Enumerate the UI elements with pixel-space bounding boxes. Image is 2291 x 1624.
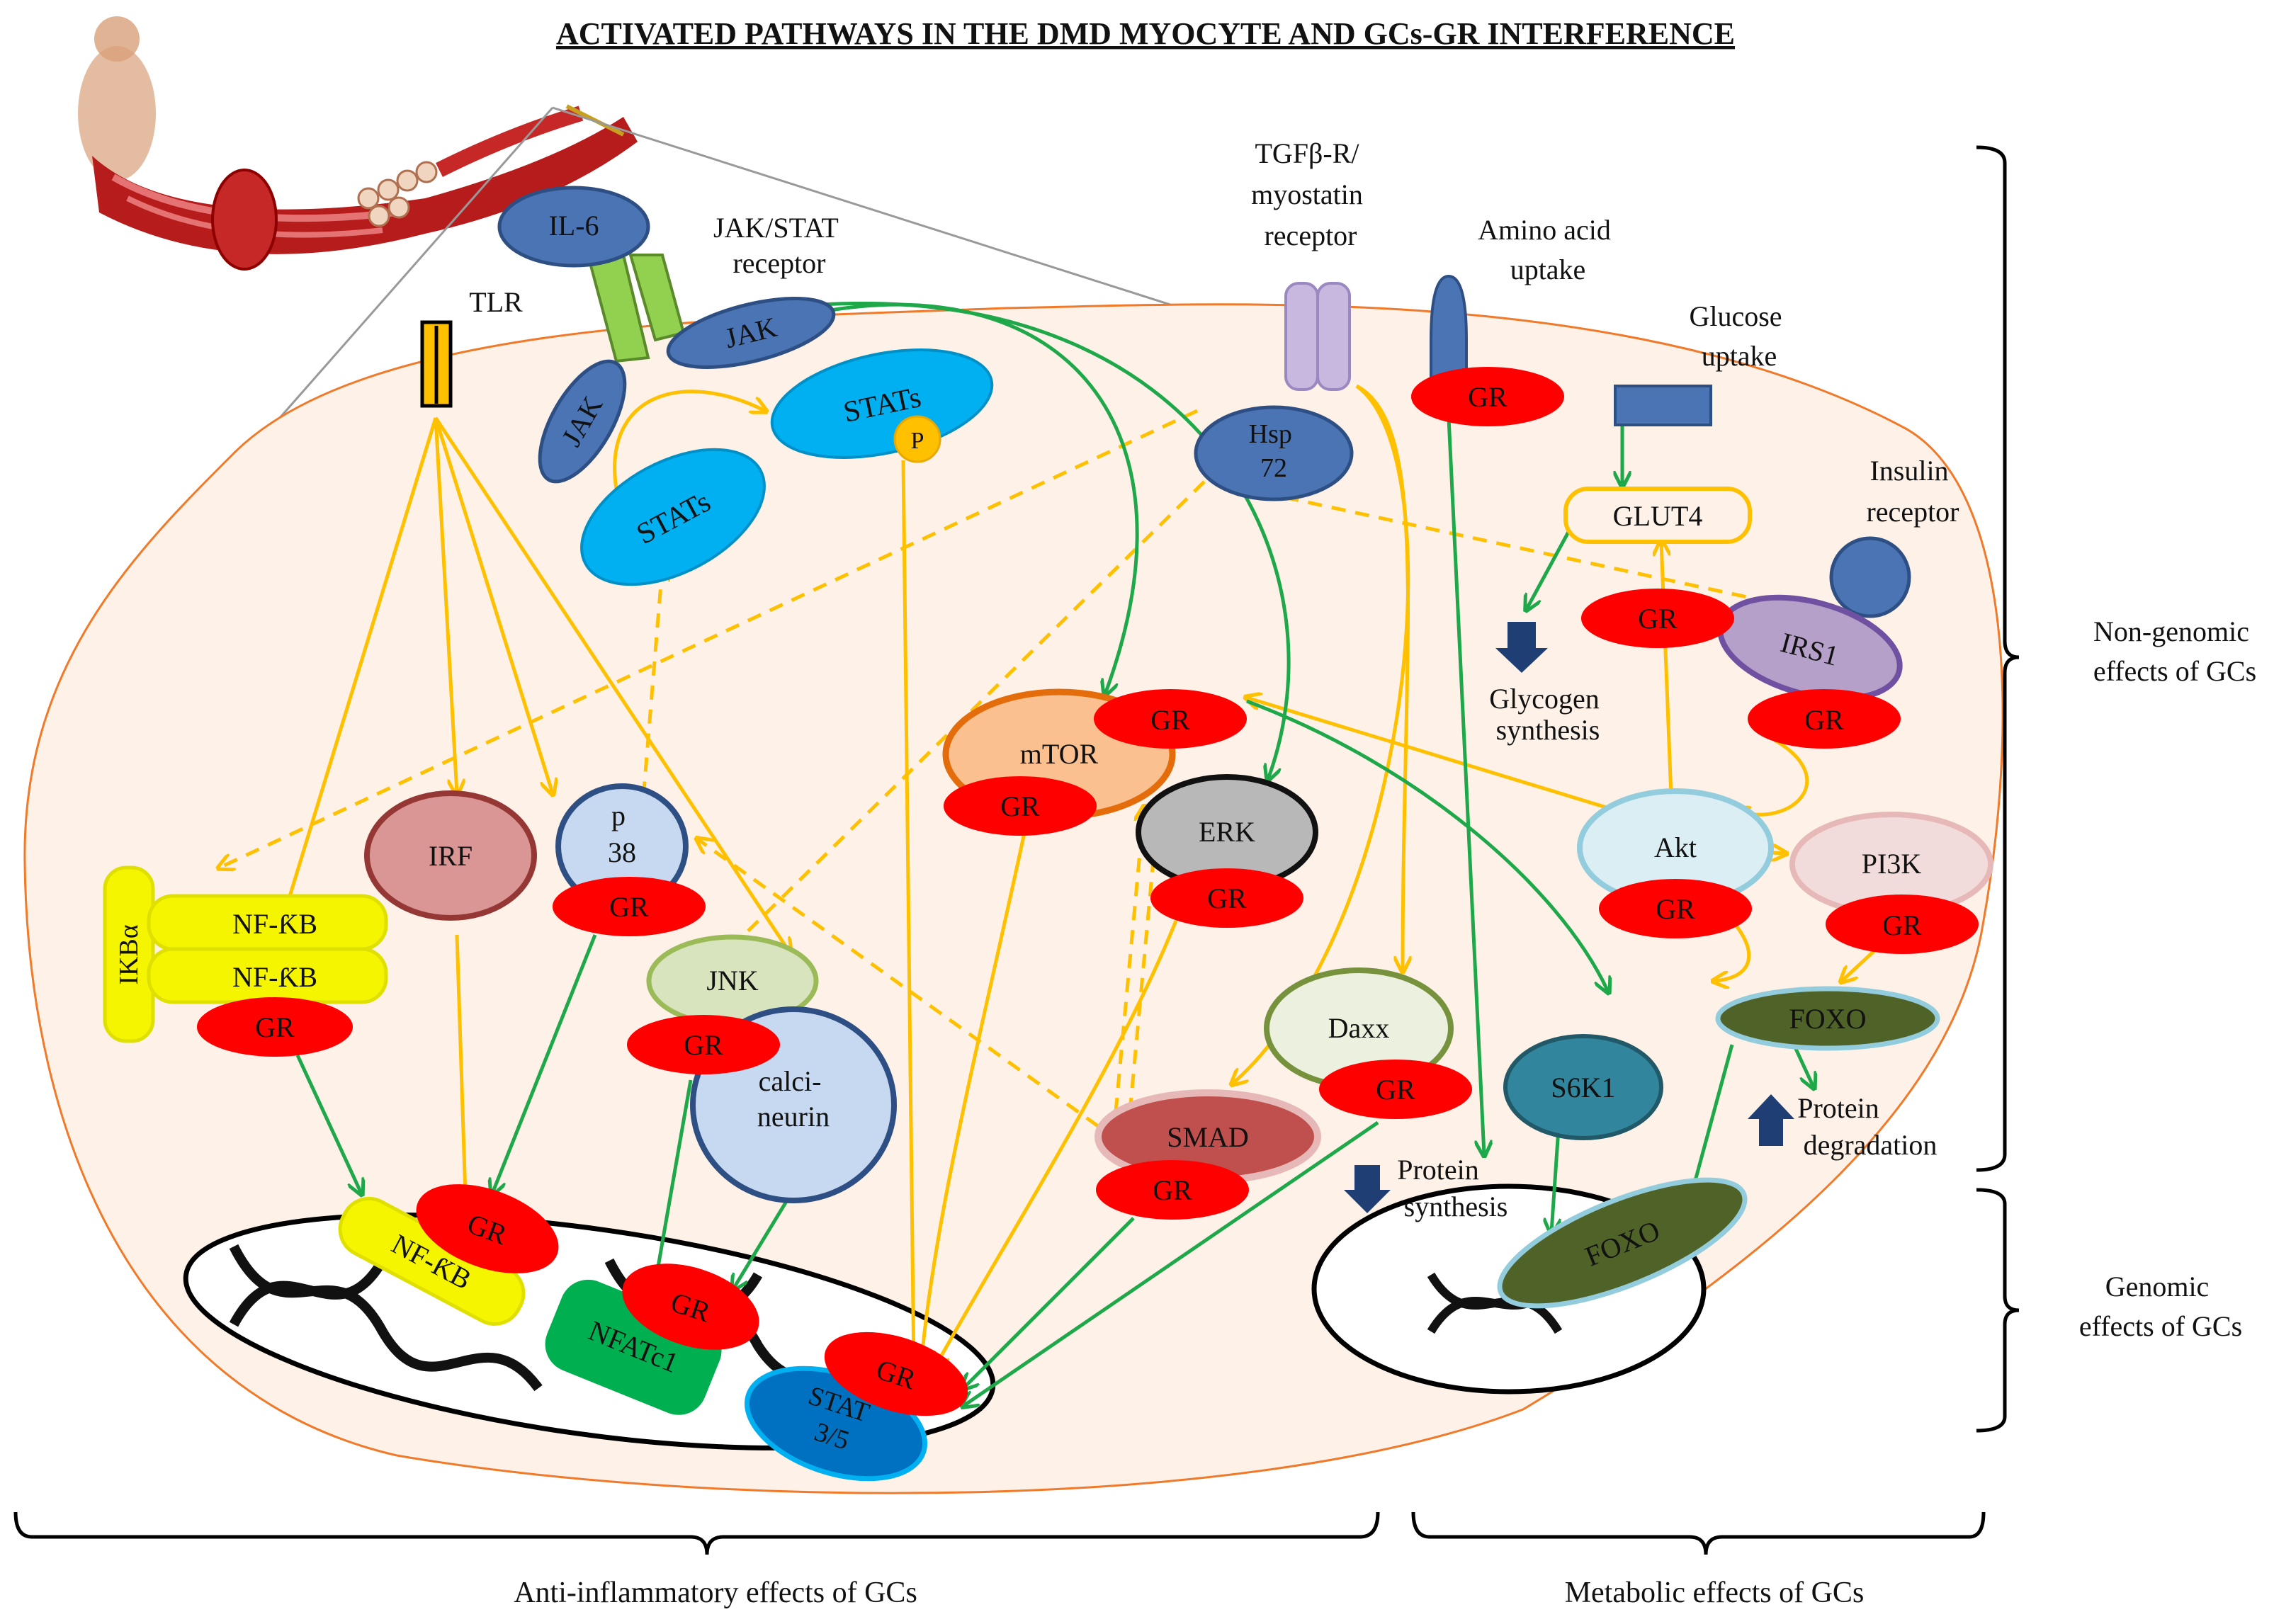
gr-nfatc1-nuclear: GR [622, 1264, 759, 1350]
genomic-label: Genomic effects of GCs [2079, 1271, 2242, 1342]
svg-text:PI3K: PI3K [1862, 848, 1922, 880]
svg-text:Protein degradation: Protein degradation [1797, 1092, 1937, 1161]
gr-glut4: GR [1581, 589, 1734, 648]
tgfb-receptor: TGFβ-R/ myostatin receptor [1251, 137, 1370, 391]
foxo-nuclear: FOXO [1497, 1177, 1748, 1309]
svg-text:Protein synthesis: Protein synthesis [1397, 1154, 1507, 1222]
gr-nfkb: GR [197, 997, 353, 1057]
svg-text:GR: GR [1656, 893, 1695, 925]
svg-text:GR: GR [609, 891, 649, 923]
p38-node: p 38 [555, 783, 689, 909]
svg-text:GLUT4: GLUT4 [1613, 500, 1703, 532]
gr-stat35-nuclear: GR [824, 1331, 968, 1416]
insulin-receptor: Insulin receptor [1829, 455, 1959, 618]
svg-text:Amino acid uptake: Amino acid uptake [1478, 214, 1618, 285]
svg-text:Hsp 72: Hsp 72 [1249, 419, 1299, 483]
glucose-transporter: Glucose uptake [1614, 300, 1789, 426]
muscle-illustration [78, 16, 1226, 507]
svg-text:ERK: ERK [1199, 816, 1255, 848]
svg-text:Akt: Akt [1654, 831, 1697, 863]
glycogen-synthesis: Glycogen synthesis [1489, 622, 1607, 746]
svg-text:Glycogen synthesis: Glycogen synthesis [1489, 683, 1607, 746]
svg-text:Insulin receptor: Insulin receptor [1866, 455, 1959, 528]
gr-p38: GR [553, 877, 706, 936]
protein-degradation: Protein degradation [1748, 1092, 1937, 1161]
anti-inflammatory-label: Anti-inflammatory effects of GCs [514, 1577, 917, 1609]
tlr-receptor: TLR [420, 286, 523, 408]
svg-text:SMAD: SMAD [1167, 1121, 1249, 1153]
gr-akt: GR [1599, 879, 1752, 938]
tgfb-receptor-label: TGFβ-R/ myostatin receptor [1251, 137, 1370, 251]
s6k1-node: S6K1 [1503, 1034, 1663, 1140]
svg-text:JNK: JNK [706, 965, 758, 996]
gr-erk: GR [1150, 868, 1303, 928]
jak-node-top: JAK [666, 297, 836, 369]
svg-text:GR: GR [1376, 1074, 1415, 1106]
svg-text:IKBα: IKBα [114, 924, 144, 984]
svg-text:GR: GR [684, 1029, 723, 1061]
gr-pi3k: GR [1826, 895, 1979, 954]
gr-mtor-top: GR [1094, 689, 1247, 749]
gr-irs1: GR [1748, 689, 1901, 749]
jak-stat-receptor [586, 254, 686, 363]
svg-text:GR: GR [1638, 603, 1678, 635]
jak-node-side: JAK [538, 359, 627, 484]
svg-text:GR: GR [1468, 381, 1507, 413]
nfkb-complex: IKBα NF-ƘB NF-ƘB [103, 865, 388, 1043]
akt-node: Akt [1577, 788, 1774, 907]
foxo-node-cytoplasm: FOXO [1715, 986, 1940, 1051]
svg-text:IL-6: IL-6 [548, 210, 599, 242]
svg-text:Daxx: Daxx [1328, 1012, 1390, 1044]
svg-text:TLR: TLR [469, 286, 523, 318]
svg-text:GR: GR [1207, 882, 1247, 914]
svg-text:p 38: p 38 [608, 800, 636, 868]
svg-text:GR: GR [255, 1011, 295, 1043]
svg-text:GR: GR [1153, 1174, 1192, 1206]
stats-node: STATs [580, 448, 766, 586]
hsp72-node: Hsp 72 [1194, 405, 1354, 501]
yellow-arrows [283, 384, 1893, 1370]
jak-stat-receptor-label: JAK/STAT receptor [713, 212, 845, 279]
page-title: ACTIVATED PATHWAYS IN THE DMD MYOCYTE AN… [556, 16, 1735, 51]
bracket-anti-inflammatory [13, 1511, 1380, 1555]
svg-text:Glucose uptake: Glucose uptake [1689, 300, 1789, 372]
gr-daxx: GR [1319, 1060, 1472, 1119]
glut4-node: GLUT4 [1563, 487, 1752, 544]
svg-text:NF-ƘB: NF-ƘB [232, 961, 317, 993]
bracket-genomic [1976, 1188, 2020, 1433]
pi3k-node: PI3K [1789, 812, 1993, 916]
irf-node: IRF [364, 790, 537, 921]
svg-text:calci- neurin: calci- neurin [757, 1065, 830, 1132]
nfkb-nuclear: NF-ƘB [338, 1196, 526, 1326]
svg-text:GR: GR [1000, 790, 1040, 822]
svg-text:GR: GR [1150, 704, 1190, 736]
svg-text:S6K1: S6K1 [1551, 1072, 1615, 1103]
jnk-node: JNK [646, 934, 819, 1028]
svg-text:GR: GR [1804, 704, 1844, 736]
gr-nfkb-nuclear: GR [416, 1184, 559, 1273]
amino-acid-transporter: Amino acid uptake [1430, 214, 1618, 384]
metabolic-label: Metabolic effects of GCs [1565, 1577, 1865, 1609]
svg-text:IRF: IRF [429, 840, 473, 872]
phosphate-badge: P [893, 415, 941, 463]
svg-text:P: P [911, 428, 924, 454]
svg-text:FOXO: FOXO [1789, 1003, 1867, 1035]
gr-mtor-bottom: GR [944, 776, 1097, 836]
gr-jnk: GR [627, 1015, 780, 1074]
il6-node: IL-6 [497, 186, 650, 268]
bracket-non-genomic [1976, 145, 2020, 1172]
gr-amino: GR [1411, 367, 1564, 426]
bracket-metabolic [1411, 1511, 1986, 1555]
non-genomic-label: Non-genomic effects of GCs [2093, 615, 2256, 687]
protein-synthesis: Protein synthesis [1344, 1154, 1507, 1222]
svg-text:mTOR: mTOR [1020, 738, 1099, 770]
svg-text:NF-ƘB: NF-ƘB [232, 908, 317, 940]
irs1-node: IRS1 [1717, 594, 1903, 702]
svg-text:GR: GR [1882, 909, 1922, 941]
gr-smad: GR [1096, 1160, 1249, 1220]
